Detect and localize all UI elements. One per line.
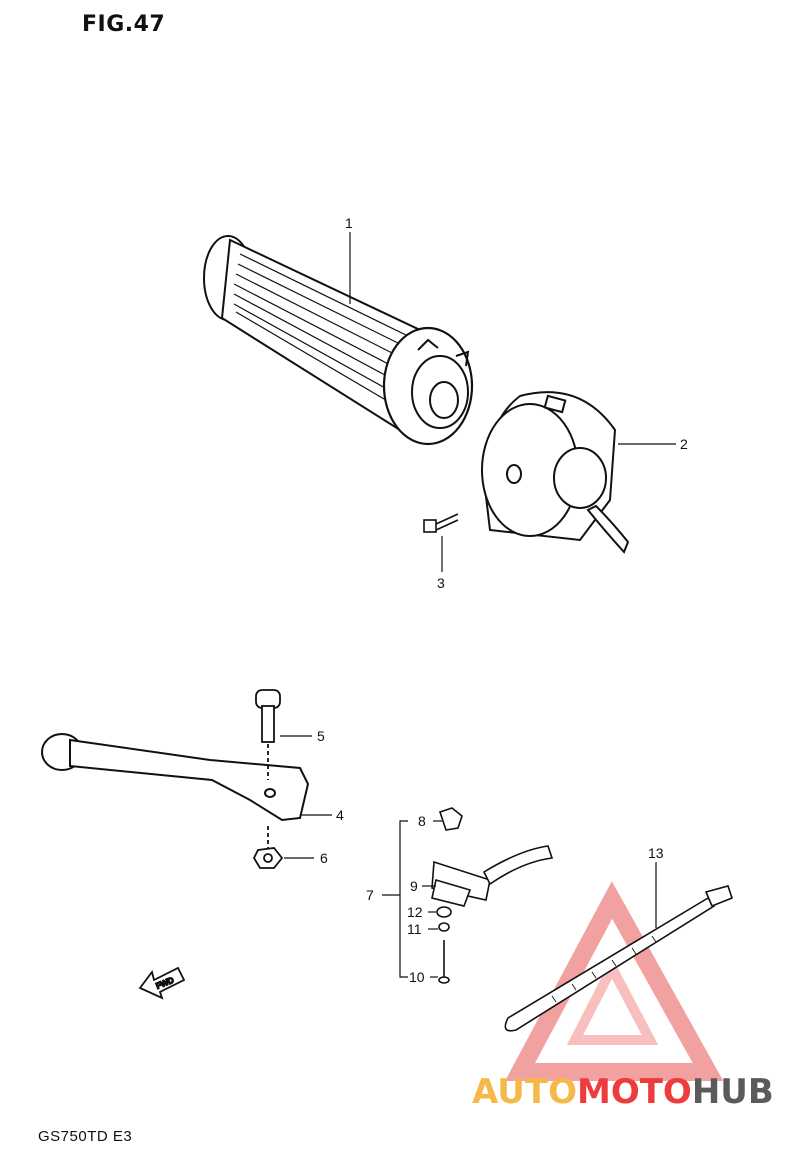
leader-lines xyxy=(280,232,676,978)
watermark-moto: MOTO xyxy=(576,1072,692,1112)
callout-labels: 1 2 3 4 5 6 7 8 9 10 11 12 13 xyxy=(317,215,688,985)
nut xyxy=(252,826,284,869)
callout-5: 5 xyxy=(317,728,325,744)
callout-8: 8 xyxy=(418,813,426,829)
watermark-auto: AUTO xyxy=(472,1072,577,1112)
handlebar-grip xyxy=(203,235,474,446)
callout-11: 11 xyxy=(407,921,422,937)
callout-7: 7 xyxy=(366,887,374,903)
callout-2: 2 xyxy=(680,436,688,452)
clutch-lever xyxy=(41,733,310,822)
callout-9: 9 xyxy=(410,878,418,894)
callout-1: 1 xyxy=(345,215,353,231)
watermark-brand: AUTOMOTOHUB xyxy=(472,1072,774,1112)
figure-title: FIG.47 xyxy=(82,12,166,37)
cable-tie xyxy=(504,885,733,1032)
callout-4: 4 xyxy=(336,807,344,823)
callout-12: 12 xyxy=(407,904,423,920)
model-code: GS750TD E3 xyxy=(38,1128,133,1145)
fwd-arrow-icon: FWD xyxy=(138,966,186,1000)
callout-3: 3 xyxy=(437,575,445,591)
callout-6: 6 xyxy=(320,850,328,866)
clutch-switch-assembly xyxy=(431,807,554,984)
callout-13: 13 xyxy=(648,845,664,861)
callout-10: 10 xyxy=(409,969,425,985)
watermark-hub: HUB xyxy=(691,1072,774,1112)
screw xyxy=(423,513,459,533)
switch-housing xyxy=(481,391,630,554)
pivot-bolt xyxy=(255,689,281,780)
